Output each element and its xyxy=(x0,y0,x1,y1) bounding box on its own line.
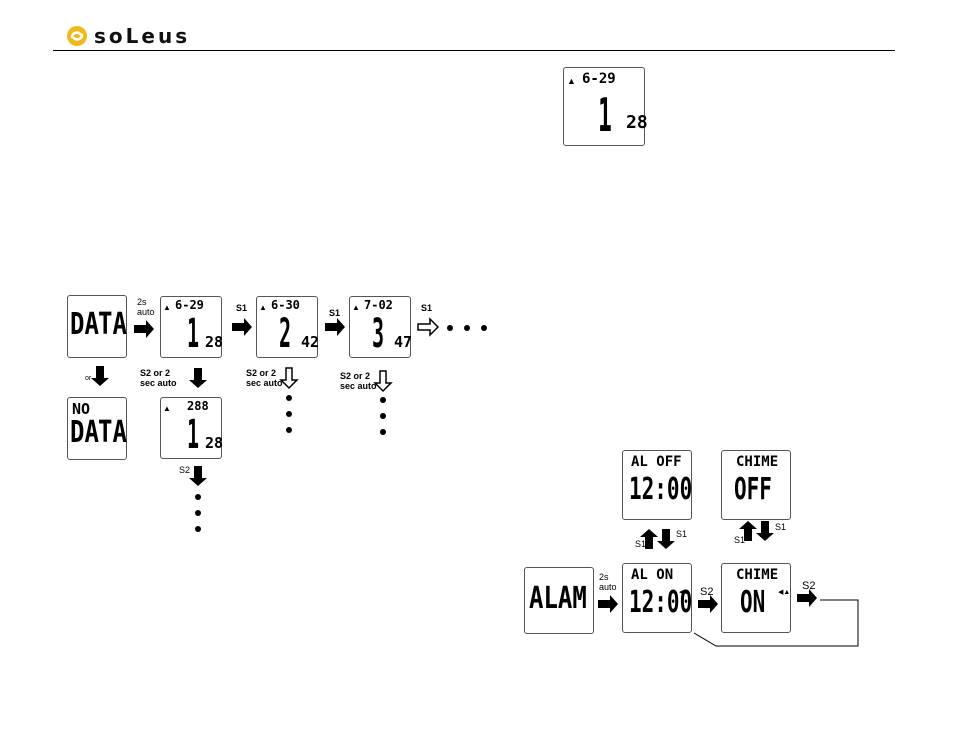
label-s2-or-2sec: S2 or 2 sec auto xyxy=(246,368,283,388)
continue-dot xyxy=(286,411,292,417)
label-s1: S1 xyxy=(676,529,687,539)
arrow-right xyxy=(325,318,345,336)
continue-dot xyxy=(464,325,470,331)
arrow-down xyxy=(189,466,207,486)
label-s1: S1 xyxy=(734,535,745,545)
arrow-down xyxy=(281,368,297,388)
label-s2: S2 xyxy=(802,581,815,591)
continue-dot xyxy=(481,325,487,331)
continue-dot xyxy=(447,325,453,331)
label-s2-or-2sec: S2 or 2 sec auto xyxy=(340,371,377,391)
continue-dot xyxy=(195,526,201,532)
arrow-right xyxy=(418,319,438,335)
arrow-down xyxy=(657,529,675,549)
arrow-right xyxy=(134,320,154,338)
label-s2: S2 xyxy=(700,587,713,597)
arrow-right xyxy=(232,318,252,336)
label-s1: S1 xyxy=(329,308,340,318)
continue-dot xyxy=(195,494,201,500)
label-or: or xyxy=(85,374,91,384)
arrow-down xyxy=(91,366,109,386)
label-s2-or-2sec: S2 or 2 sec auto xyxy=(140,368,177,388)
arrow-down xyxy=(756,521,774,541)
label-s2: S2 xyxy=(179,465,190,475)
label-s1: S1 xyxy=(421,303,432,313)
continue-dot xyxy=(286,395,292,401)
continue-dot xyxy=(286,427,292,433)
label-2s-auto: 2s auto xyxy=(599,572,617,592)
label-s1: S1 xyxy=(236,303,247,313)
continue-dot xyxy=(195,510,201,516)
arrow-down xyxy=(375,371,391,391)
continue-dot xyxy=(380,413,386,419)
label-s1: S1 xyxy=(775,522,786,532)
arrow-right xyxy=(598,595,618,613)
label-s1: S1 xyxy=(635,539,646,549)
label-2s-auto: 2s auto xyxy=(137,297,155,317)
continue-dot xyxy=(380,429,386,435)
arrow-down xyxy=(189,368,207,388)
continue-dot xyxy=(380,397,386,403)
